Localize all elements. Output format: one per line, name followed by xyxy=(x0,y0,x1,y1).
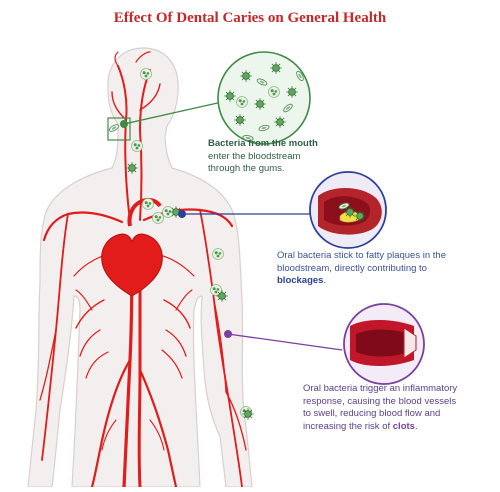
callout-plaque-text: Oral bacteria stick to fatty plaques in … xyxy=(277,250,449,288)
vessel-network xyxy=(39,51,247,489)
callout-bacteria-text: Bacteria from the mouth enter the bloods… xyxy=(208,138,328,176)
callout-clot-period: . xyxy=(414,420,418,432)
callout-plaque-period: . xyxy=(323,275,327,286)
page-title: Effect Of Dental Caries on General Healt… xyxy=(113,10,387,26)
callout-bacteria-bold: Bacteria from the mouth xyxy=(208,138,318,149)
callout-clot-body: Oral bacteria trigger an inflammatory re… xyxy=(303,383,458,432)
callout-bacteria-body: enter the bloodstream through the gums. xyxy=(208,150,301,175)
callout-leader-lines xyxy=(107,101,343,351)
callout-plaque-bold: blockages xyxy=(277,275,324,286)
artery-plaque-icon xyxy=(309,171,387,249)
heart xyxy=(101,197,163,297)
bacteria-cluster-icon xyxy=(217,51,311,145)
callout-plaque-body: Oral bacteria stick to fatty plaques in … xyxy=(277,250,446,274)
swollen-vessel-icon xyxy=(343,303,425,385)
callout-clot-bold: clots xyxy=(392,420,415,432)
callout-clot-text: Oral bacteria trigger an inflammatory re… xyxy=(303,383,463,433)
